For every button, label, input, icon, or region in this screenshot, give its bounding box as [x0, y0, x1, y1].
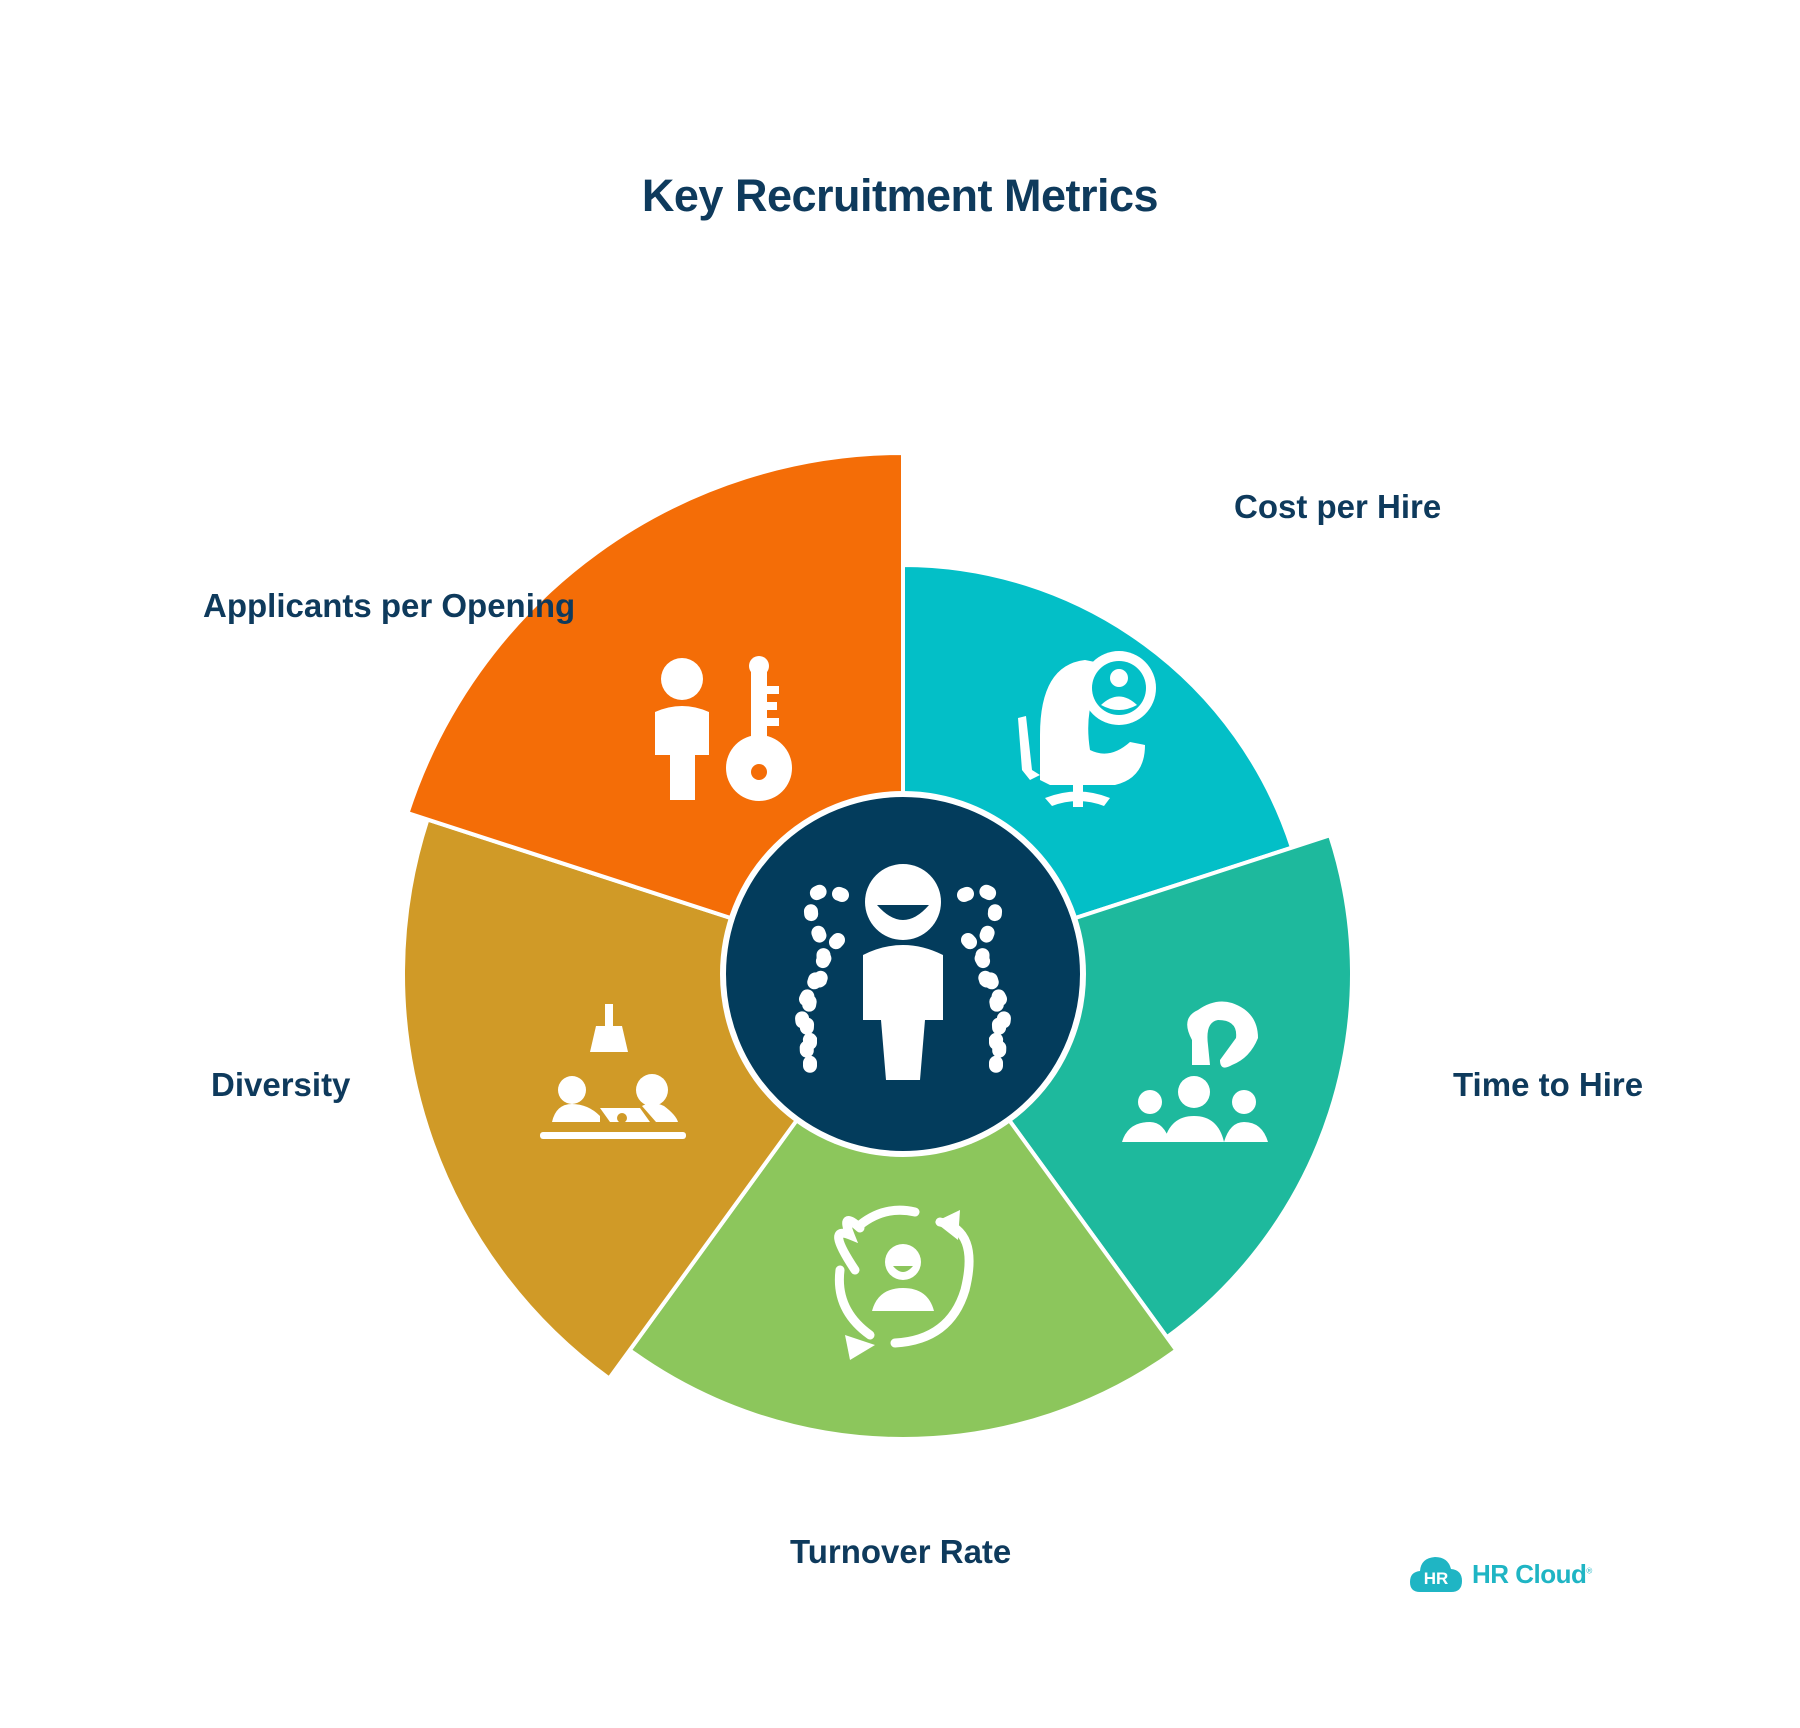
label-applicants-per-opening: Applicants per Opening	[203, 587, 575, 624]
person-key-icon	[655, 656, 792, 801]
logo-text: HR Cloud®	[1472, 1559, 1592, 1590]
diagram-title: Key Recruitment Metrics	[641, 170, 1159, 221]
label-time-to-hire: Time to Hire	[1453, 1066, 1643, 1103]
person-refresh-cycle-icon	[834, 1205, 974, 1360]
cloud-badge-icon: HR	[1410, 1557, 1462, 1592]
hook-hiring-team-icon	[1122, 1001, 1268, 1142]
logo-registered-mark: ®	[1586, 1565, 1592, 1575]
logo-name: HR Cloud	[1472, 1558, 1587, 1589]
label-cost-per-hire: Cost per Hire	[1234, 488, 1441, 525]
label-diversity: Diversity	[211, 1066, 351, 1103]
hr-cloud-logo: HR HR Cloud®	[1408, 1548, 1592, 1600]
label-turnover-rate: Turnover Rate	[790, 1533, 1011, 1570]
logo-badge-text: HR	[1424, 1569, 1449, 1588]
meeting-desk-bell-icon	[540, 1004, 686, 1139]
person-dotted-outline-icon	[795, 864, 1011, 1082]
office-chair-person-icon	[1018, 651, 1156, 807]
